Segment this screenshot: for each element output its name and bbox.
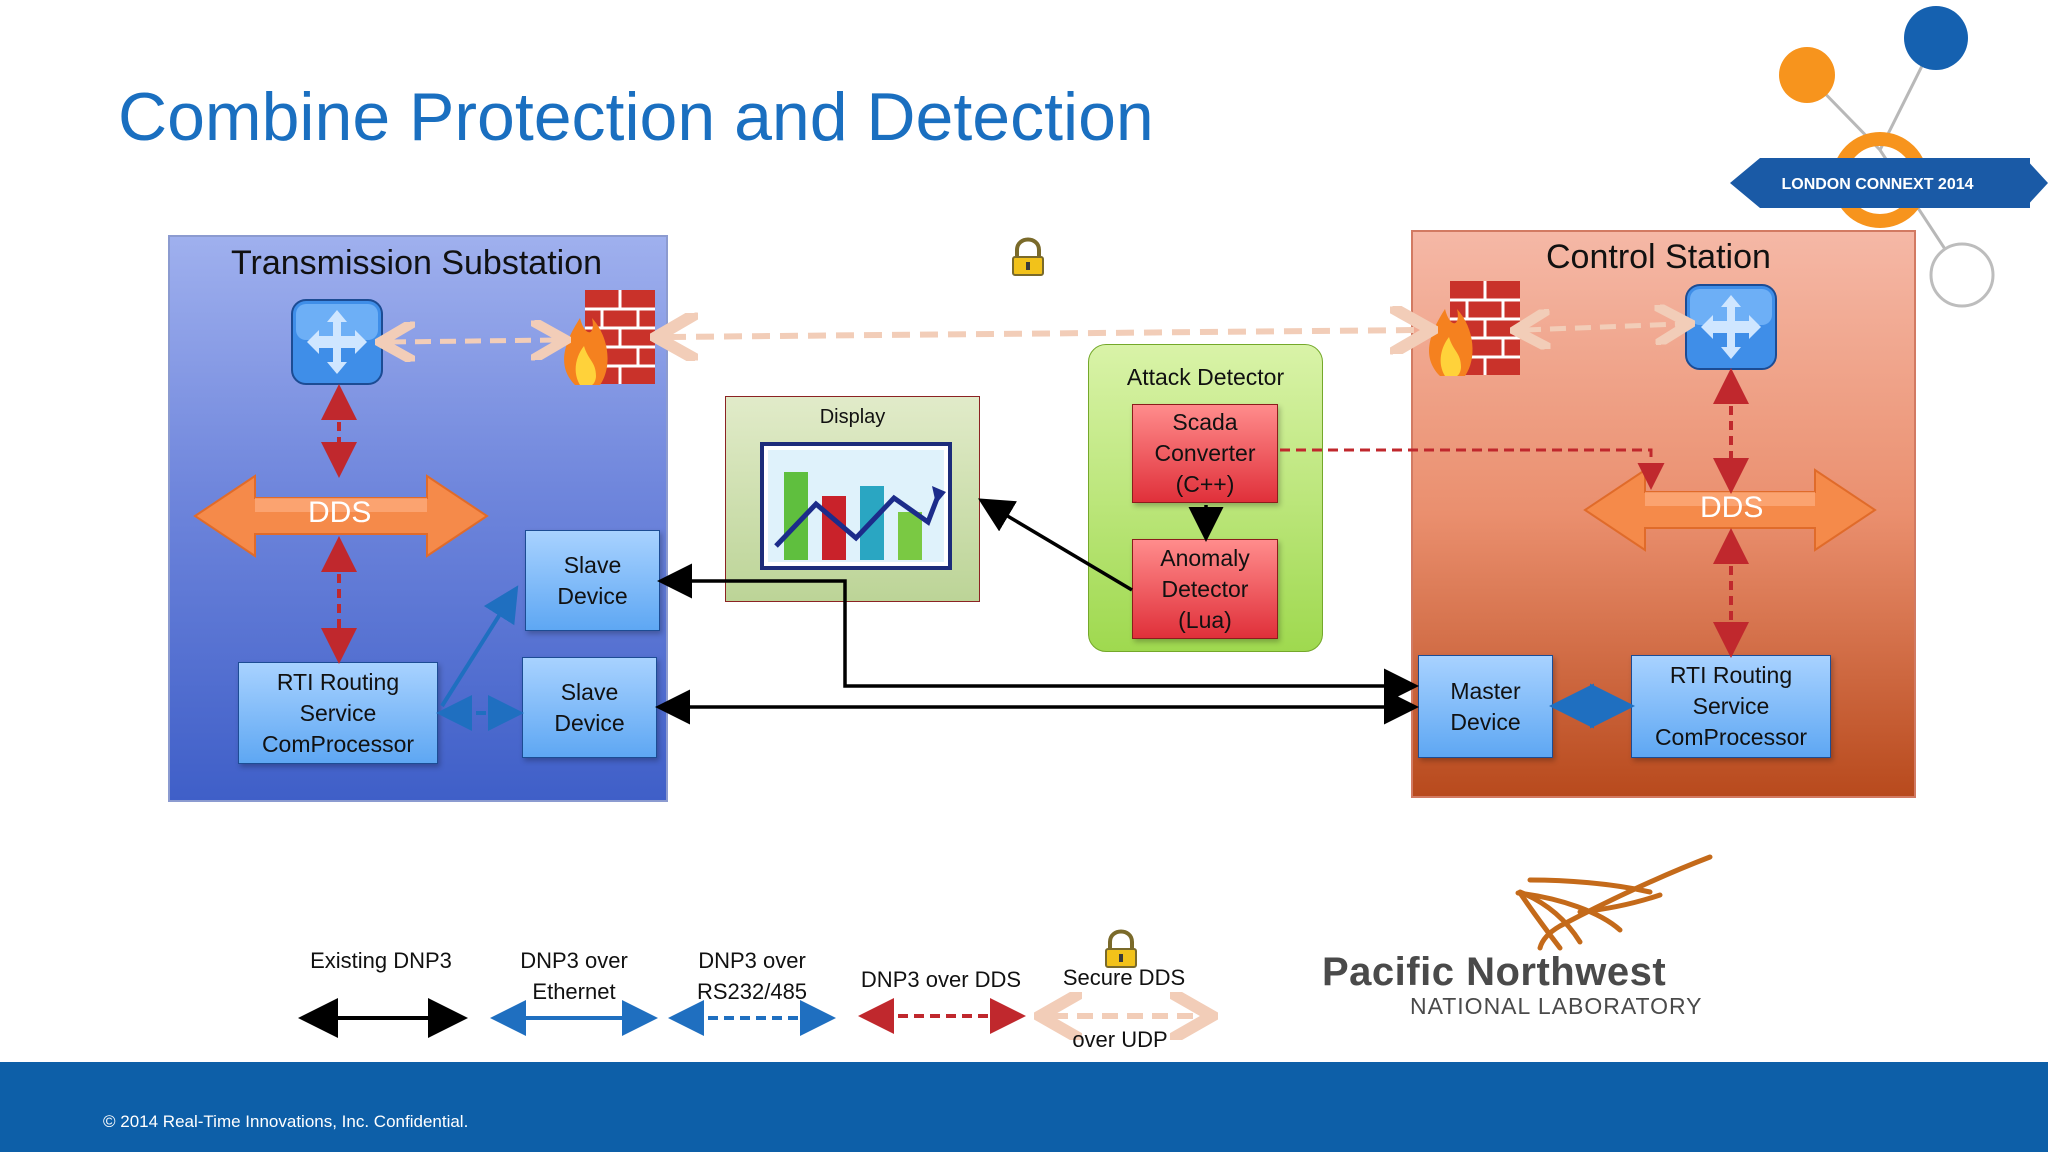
legend-serial-line-1: DNP3 over [698,948,806,973]
right-firewall-icon [1429,281,1520,376]
legend-ethernet-label: DNP3 over Ethernet [484,945,664,1007]
wan-secure-link [668,330,1420,337]
left-firewall-icon [564,290,655,385]
top-lock-icon [1012,237,1044,276]
scada-line-2: Converter [1154,440,1256,466]
left-routing-service-box: RTI Routing Service ComProcessor [238,662,438,764]
legend-dds-label: DNP3 over DDS [860,967,1022,992]
attack-detector-title: Attack Detector [1126,364,1285,390]
pnnl-logo-subtext: NATIONAL LABORATORY [1410,993,1703,1019]
slide-title: Combine Protection and Detection [118,79,1154,155]
left-router-icon [291,299,383,385]
anomaly-to-display-link [977,498,1133,592]
master-device-line-2: Device [1450,708,1521,735]
legend-serial-label: DNP3 over RS232/485 [662,945,842,1007]
legend-lock-icon [1105,929,1137,968]
legend-ethernet-line-2: Ethernet [532,979,616,1004]
footer-copyright: © 2014 Real-Time Innovations, Inc. Confi… [103,1112,469,1131]
master-device-line-1: Master [1450,677,1521,704]
slave-device-1-box: Slave Device [525,530,660,631]
legend-existing-label: Existing DNP3 [310,948,452,973]
blue-dot [1904,6,1968,70]
scada-converter-box: Scada Converter (C++) [1132,404,1278,503]
conference-graphic [1730,6,2048,308]
left-dds-label: DDS [308,496,372,529]
legend-secure-label-top: Secure DDS [1062,965,1186,990]
left-dds-arrow [193,474,489,558]
pnnl-logo-text: Pacific Northwest [1322,950,1667,994]
right-routing-line-2: Service [1692,693,1770,719]
white-dot [1929,242,1995,308]
left-routing-line-3: ComProcessor [261,730,415,757]
slave-device-1-line-2: Device [557,582,628,609]
pnnl-logo-icon [1515,854,1713,951]
right-dds-label: DDS [1700,491,1764,524]
right-routing-line-1: RTI Routing [1669,662,1793,688]
legend-secure-label-bottom: over UDP [1072,1027,1168,1052]
display-title: Display [819,406,886,428]
conference-badge: LONDON CONNEXT 2014 [1781,176,1974,193]
slave1-to-master-link [657,563,1419,704]
routing-to-slave1-ethernet [440,585,519,708]
badge-arrow-right [2025,158,2048,208]
scada-line-3: (C++) [1175,471,1235,497]
left-routing-line-1: RTI Routing [276,668,400,695]
control-station-title: Control Station [1546,238,1771,276]
left-secure-link [390,340,556,342]
scada-line-1: Scada [1172,409,1238,435]
right-router-icon [1685,284,1777,370]
right-routing-line-3: ComProcessor [1654,724,1808,750]
right-secure-link [1525,324,1680,330]
legend-serial-line-2: RS232/485 [696,979,808,1004]
footer-bar [0,1062,2048,1152]
scada-to-dds-link [1280,448,1665,490]
transmission-substation-title: Transmission Substation [231,244,603,282]
orange-dot [1779,47,1835,103]
left-routing-line-2: Service [299,699,377,726]
legend-ethernet-line-1: DNP3 over [520,948,628,973]
display-chart-icon [760,442,952,570]
slave-device-2-line-1: Slave [560,678,619,705]
slave-device-2-box: Slave Device [522,657,657,758]
slave-device-1-line-1: Slave [563,551,622,578]
slave-device-2-line-2: Device [554,709,625,736]
